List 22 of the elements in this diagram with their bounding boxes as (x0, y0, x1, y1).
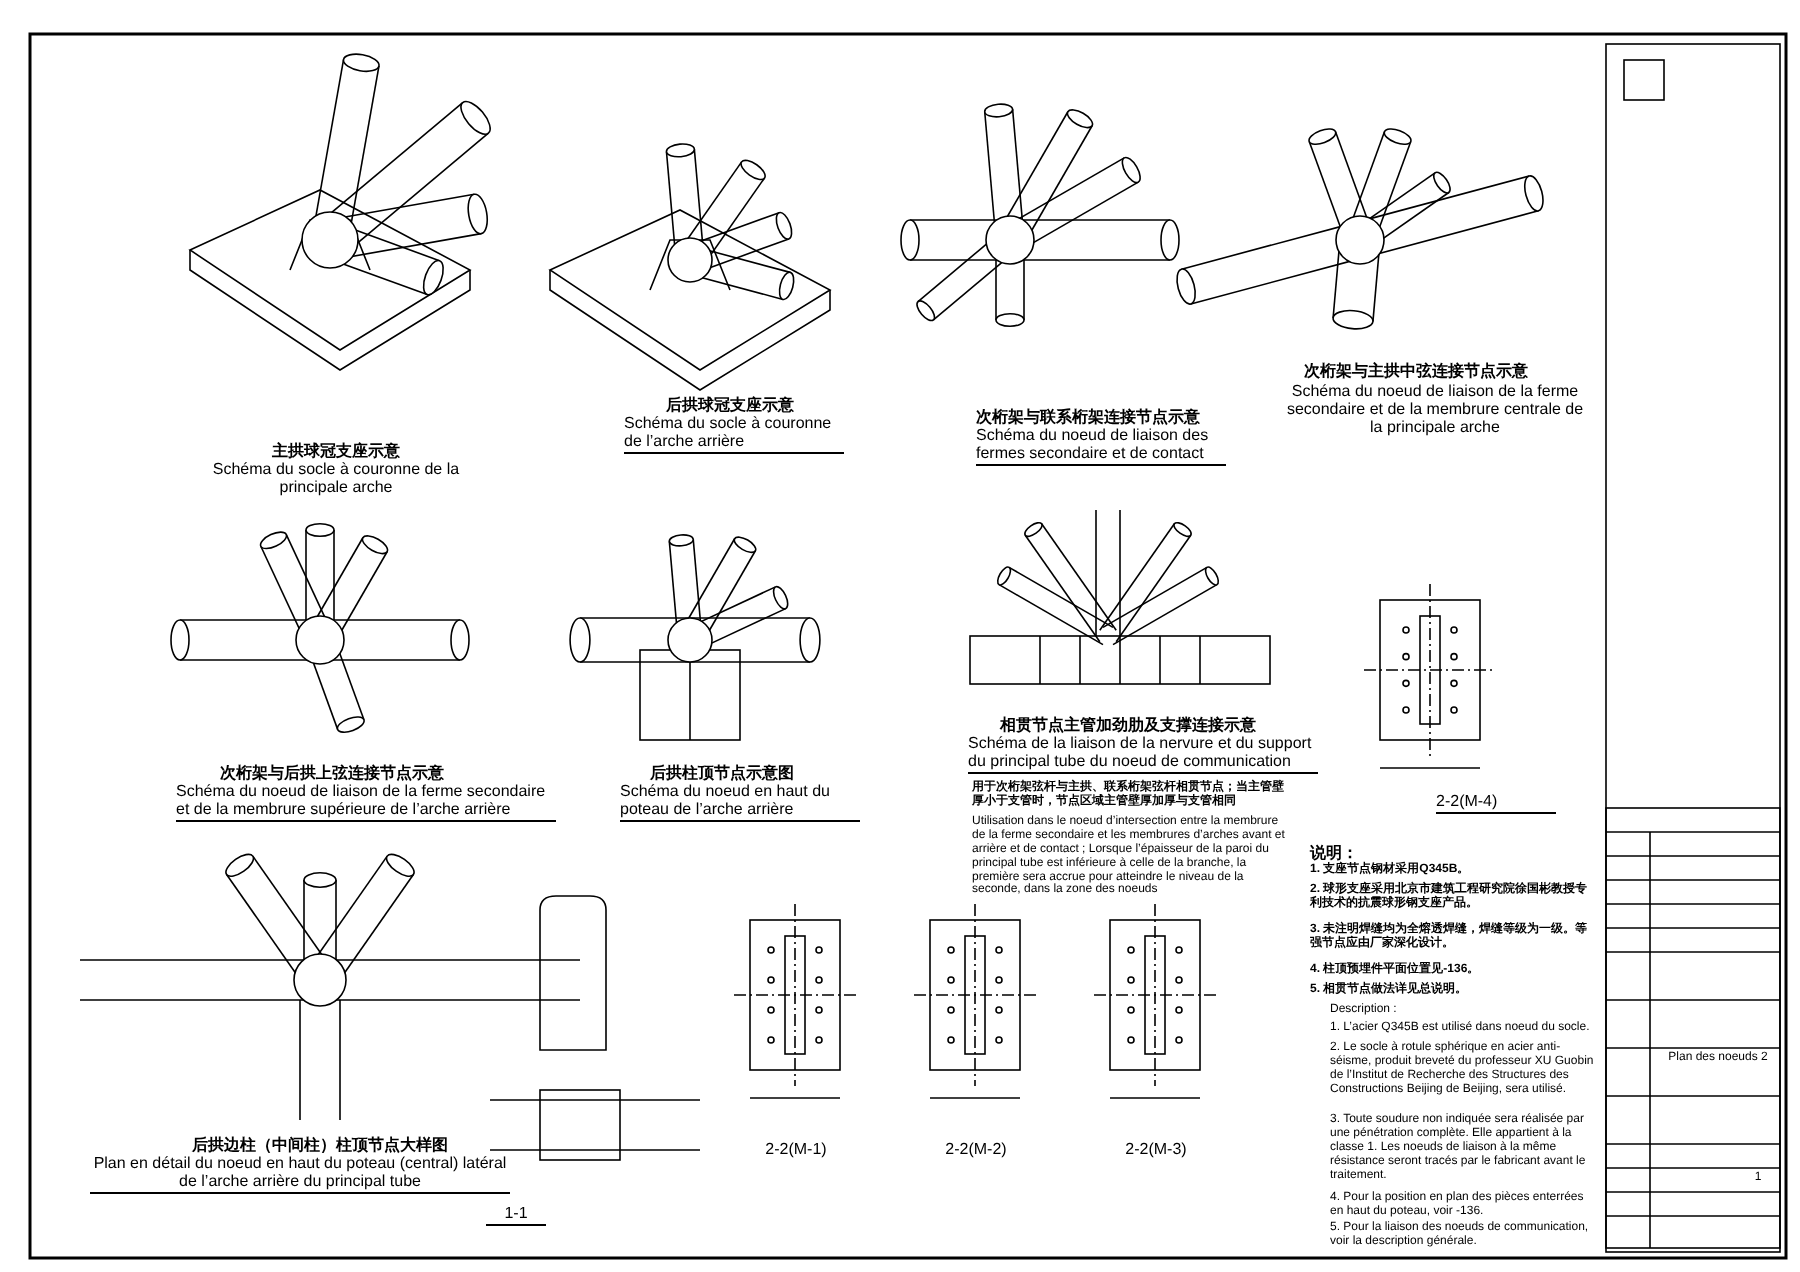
drawing-caption: 后拱柱顶节点示意图 (650, 764, 796, 783)
caption-text: Schéma du socle à couronne de l’arche arrière (624, 414, 844, 455)
drawing-caption: 后拱球冠支座示意 (664, 396, 796, 415)
drawing-caption: 相贯节点主管加劲肋及支撑连接示意 (1000, 716, 1258, 735)
caption-text: Schéma de la liaison de la nervure et du support du principal tube du noeud de communication (968, 734, 1318, 775)
caption-text: Schéma du noeud de liaison de la ferme secondaire et de la membrure supérieure de l’arche arrière (176, 782, 556, 823)
drawing-caption: 后拱边柱（中间柱）柱顶节点大样图 (190, 1136, 450, 1155)
section-label: 2-2(M-2) (943, 1140, 1009, 1159)
caption-text: Schéma du socle à couronne de la principale arche (210, 460, 462, 497)
drawing-caption: 次桁架与联系桁架连接节点示意 (976, 408, 1202, 427)
drawing-caption: 次桁架与主拱中弦连接节点示意 (1304, 362, 1530, 381)
caption-text: Schéma du noeud en haut du poteau de l’arche arrière (620, 782, 860, 823)
notes-heading: 说明： (1310, 844, 1358, 862)
drawing-caption: 主拱球冠支座示意 (270, 442, 402, 461)
section-label: 2-2(M-4) (1436, 792, 1556, 815)
drawing-caption: 次桁架与后拱上弦连接节点示意 (220, 764, 446, 783)
section-label: 1-1 (486, 1204, 546, 1227)
caption-text: Schéma du noeud de liaison des fermes secondaire et de contact (976, 426, 1226, 467)
caption-text: Schéma du noeud de liaison de la ferme secondaire et de la membrure centrale de la principale arche (1284, 382, 1586, 438)
section-label: 2-2(M-1) (763, 1140, 829, 1159)
section-label: 2-2(M-3) (1123, 1140, 1189, 1159)
caption-text: Plan en détail du noeud en haut du poteau (central) latéral de l’arche arrière du principal tube (90, 1154, 510, 1195)
